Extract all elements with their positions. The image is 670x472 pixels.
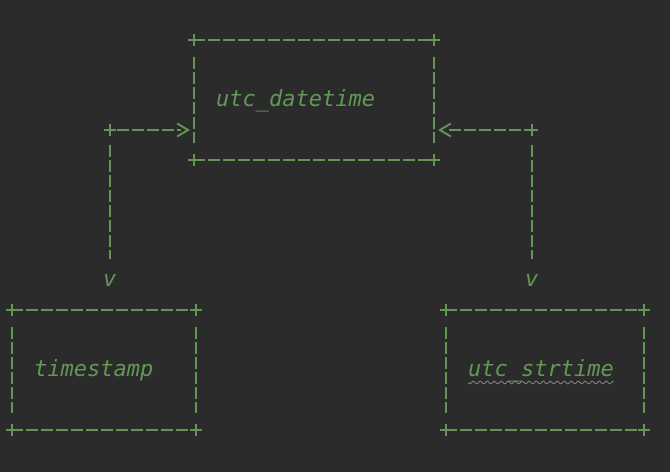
- utc-strtime-label: utc_strtime: [468, 358, 614, 382]
- left-arrowhead-down: v: [103, 267, 117, 292]
- right-connector: [438, 122, 538, 259]
- timestamp-box: [6, 304, 202, 436]
- left-connector: [104, 122, 190, 259]
- utc-datetime-box: [188, 34, 440, 166]
- utc-strtime-label-text: utc_strtime: [468, 357, 614, 382]
- utc-strtime-box: [440, 304, 650, 436]
- timestamp-label: timestamp: [34, 357, 154, 382]
- right-arrowhead-down: v: [525, 267, 539, 292]
- utc-datetime-label: utc_datetime: [216, 87, 375, 112]
